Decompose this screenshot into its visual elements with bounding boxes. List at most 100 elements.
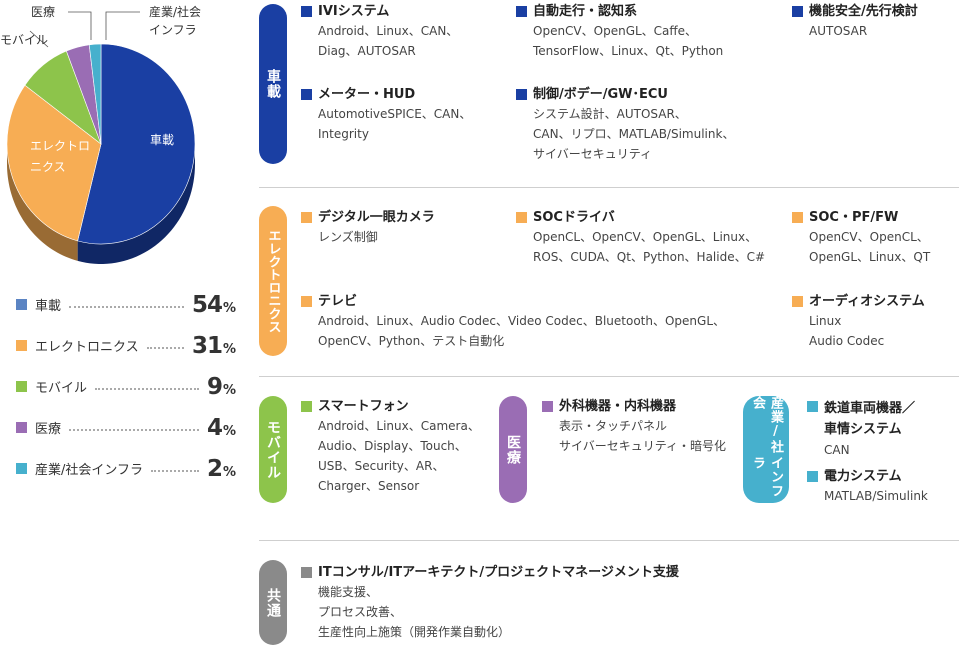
section-divider xyxy=(259,187,959,188)
item-tech-list: Android、Linux、Camera、 Audio、Display、Touc… xyxy=(318,419,480,493)
pie-depth xyxy=(7,144,195,264)
section-tag-infra: 産業/社会 インフラ xyxy=(743,396,789,503)
item-bullet xyxy=(542,401,553,412)
legend-percent-sign: % xyxy=(222,342,236,357)
legend-label: 車載 xyxy=(35,299,62,314)
pie-slice-0 xyxy=(77,43,196,245)
legend-value: 2 xyxy=(206,455,223,482)
pie-side-1 xyxy=(7,144,78,261)
pie-slice-1 xyxy=(6,84,102,242)
item-railway-equipment: 鉄道車両機器／ 車情システム CAN xyxy=(807,398,915,460)
item-bullet xyxy=(807,471,818,482)
pie-top xyxy=(6,43,196,245)
pie-label-infra-2: インフラ xyxy=(149,23,197,37)
item-title: IVIシステム xyxy=(318,4,390,19)
item-tech-list: レンズ制御 xyxy=(318,230,378,244)
item-bullet xyxy=(301,6,312,17)
legend-row-mobile: モバイル 9 % xyxy=(16,366,236,407)
item-title: 鉄道車両機器／ 車情システム xyxy=(824,401,916,437)
item-title: メーター・HUD xyxy=(318,87,416,102)
pie-label-mobile: モバイル xyxy=(0,33,48,47)
legend-label: モバイル xyxy=(35,381,88,396)
legend-swatch xyxy=(16,299,27,310)
item-ivi-system: IVIシステム Android、Linux、CAN、 Diag、AUTOSAR xyxy=(301,3,458,61)
section-tag-medical: 医療 xyxy=(499,396,527,503)
legend-swatch xyxy=(16,340,27,351)
item-control-body-gw: 制御/ボデー/GW･ECU システム設計、AUTOSAR、 CAN、リプロ、MA… xyxy=(516,86,734,164)
item-soc-driver: SOCドライバ OpenCL、OpenCV、OpenGL、Linux、 ROS、… xyxy=(516,209,765,267)
item-meter-hud: メーター・HUD AutomotiveSPICE、CAN、 Integrity xyxy=(301,86,471,144)
legend-percent-sign: % xyxy=(222,465,236,480)
item-title: 制御/ボデー/GW･ECU xyxy=(533,87,668,102)
item-tech-list: Android、Linux、CAN、 Diag、AUTOSAR xyxy=(318,24,459,58)
item-tech-list: AutomotiveSPICE、CAN、 Integrity xyxy=(318,107,472,141)
item-bullet xyxy=(301,212,312,223)
callout-line-mobile xyxy=(29,30,49,48)
legend-row-electronics: エレクトロニクス 31 % xyxy=(16,325,236,366)
section-divider xyxy=(259,540,959,541)
item-bullet xyxy=(516,6,527,17)
item-power-system: 電力システム MATLAB/Simulink xyxy=(807,468,928,506)
legend-dots xyxy=(151,469,199,472)
pie-chart: モバイル 医療 産業/社会 インフラ 車載 エレクトロ ニクス xyxy=(0,4,201,264)
item-bullet xyxy=(792,296,803,307)
legend-value: 54 xyxy=(191,291,223,318)
legend-percent-sign: % xyxy=(222,301,236,316)
section-tag-electronics: エレクトロニクス xyxy=(259,206,287,356)
item-dslr-camera: デジタル一眼カメラ レンズ制御 xyxy=(301,209,435,247)
item-tech-list: MATLAB/Simulink xyxy=(824,489,928,503)
item-bullet xyxy=(807,401,818,412)
item-title: 自動走行・認知系 xyxy=(533,4,638,19)
item-title: SOCドライバ xyxy=(533,210,615,225)
legend-swatch xyxy=(16,463,27,474)
section-tag-infra-line1: 産業/社会 xyxy=(750,396,783,454)
pie-label-vehicle: 車載 xyxy=(150,133,174,147)
callout-line-infra xyxy=(105,11,140,40)
item-bullet xyxy=(301,401,312,412)
item-it-consulting: ITコンサル/ITアーキテクト/プロジェクトマネージメント支援 機能支援、 プロ… xyxy=(301,564,679,642)
legend-label: エレクトロニクス xyxy=(35,340,139,355)
item-title: スマートフォン xyxy=(318,399,409,414)
item-title: デジタル一眼カメラ xyxy=(318,210,435,225)
item-tech-list: OpenCV、OpenCL、 OpenGL、Linux、QT xyxy=(809,230,931,264)
legend-swatch xyxy=(16,381,27,392)
item-functional-safety: 機能安全/先行検討 AUTOSAR xyxy=(792,3,918,41)
pie-label-infra-1: 産業/社会 xyxy=(149,4,201,19)
item-title: SOC・PF/FW xyxy=(809,210,899,225)
item-tech-list: AUTOSAR xyxy=(809,24,868,38)
legend-dots xyxy=(95,387,199,390)
legend-percent-sign: % xyxy=(222,383,236,398)
item-tech-list: CAN xyxy=(824,443,850,457)
legend-value: 9 xyxy=(206,373,223,400)
pie-legend: 車載 54 % エレクトロニクス 31 % モバイル 9 % 医療 4 % 産業… xyxy=(16,284,236,489)
item-title: ITコンサル/ITアーキテクト/プロジェクトマネージメント支援 xyxy=(318,565,679,580)
legend-dots xyxy=(69,305,184,308)
item-surgical-medical-devices: 外科機器・内科機器 表示・タッチパネル サイバーセキュリティ・暗号化 xyxy=(542,398,726,456)
section-tag-common: 共通 xyxy=(259,560,287,645)
section-tag-mobile: モバイル xyxy=(259,396,287,503)
legend-label: 産業/社会インフラ xyxy=(35,463,143,478)
item-title: テレビ xyxy=(318,294,358,309)
pie-label-electronics-2: ニクス xyxy=(30,160,66,174)
item-tech-list: OpenCL、OpenCV、OpenGL、Linux、 ROS、CUDA、Qt、… xyxy=(533,230,766,264)
pie-slice-4 xyxy=(88,43,102,145)
item-television: テレビ Android、Linux、Audio Codec、Video Code… xyxy=(301,293,725,351)
item-tech-list: 機能支援、 プロセス改善、 生産性向上施策（開発作業自動化） xyxy=(318,585,511,639)
legend-dots xyxy=(69,428,199,431)
item-smartphone: スマートフォン Android、Linux、Camera、 Audio、Disp… xyxy=(301,398,480,496)
item-audio-system: オーディオシステム Linux Audio Codec xyxy=(792,293,925,351)
item-bullet xyxy=(301,296,312,307)
pie-label-electronics-1: エレクトロ xyxy=(30,139,90,153)
callout-line-medical xyxy=(68,11,92,40)
item-tech-list: Linux Audio Codec xyxy=(809,314,885,348)
item-tech-list: システム設計、AUTOSAR、 CAN、リプロ、MATLAB/Simulink、… xyxy=(533,107,735,161)
legend-value: 31 xyxy=(191,332,223,359)
legend-percent-sign: % xyxy=(222,424,236,439)
pie-callouts xyxy=(29,11,140,48)
item-tech-list: 表示・タッチパネル サイバーセキュリティ・暗号化 xyxy=(559,419,727,453)
item-bullet xyxy=(792,212,803,223)
section-tag-infra-line2: インフラ xyxy=(750,456,783,499)
section-tag-vehicle: 車載 xyxy=(259,4,287,164)
pie-side-0 xyxy=(77,144,195,264)
item-title: 電力システム xyxy=(824,469,902,484)
